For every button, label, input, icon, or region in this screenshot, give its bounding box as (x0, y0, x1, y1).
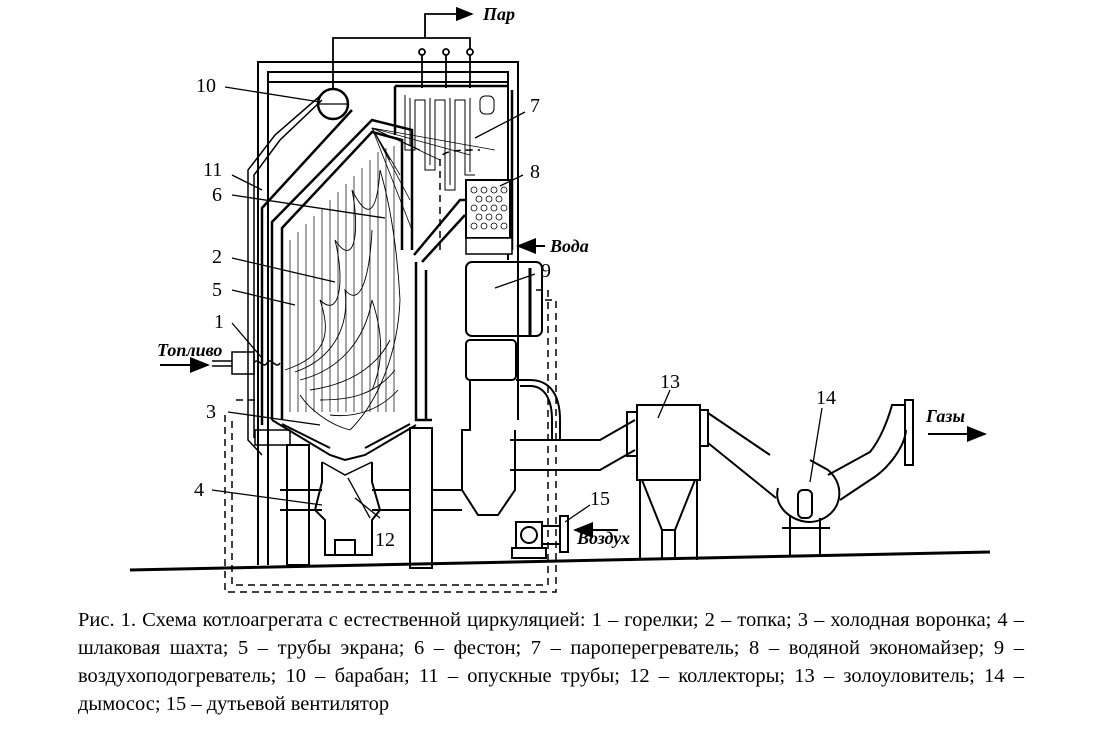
callout-11: 11 (203, 159, 222, 181)
callout-13: 13 (660, 371, 680, 393)
convective-pass (393, 84, 514, 250)
callout-7: 7 (530, 95, 540, 117)
water-label: Вода (549, 236, 589, 256)
callout-8: 8 (530, 161, 540, 183)
furnace (260, 109, 470, 425)
figure-caption: Рис. 1. Схема котлоагрегата с естественн… (78, 609, 1024, 715)
downcomers (247, 95, 323, 456)
economizer (465, 179, 513, 255)
ground-line (129, 550, 991, 572)
cold-hopper (271, 419, 417, 462)
callout-5: 5 (212, 279, 222, 301)
callout-3: 3 (206, 401, 216, 423)
support-columns (280, 427, 462, 569)
slag-shaft (313, 462, 382, 556)
fuel-label: Топливо (157, 340, 222, 360)
flue-duct (510, 411, 638, 471)
air-ducts (224, 149, 557, 593)
drum (316, 87, 350, 121)
leader-lines (211, 86, 823, 523)
burner (212, 351, 281, 375)
ash-collector (636, 404, 701, 560)
callout-4: 4 (194, 479, 204, 501)
smoke-exhauster (776, 399, 914, 555)
blower-fan (511, 515, 569, 559)
air-label: Воздух (576, 528, 630, 548)
boiler-diagram: Пар Вода Топливо Газы Воздух 10 11 6 2 5… (129, 4, 991, 593)
gases-label: Газы (925, 406, 965, 426)
steam-line (332, 6, 474, 89)
exhauster-duct (699, 409, 777, 499)
callout-12: 12 (375, 529, 395, 551)
steam-label: Пар (482, 4, 515, 24)
collectors (254, 429, 373, 476)
callout-1: 1 (214, 311, 224, 333)
callout-10: 10 (196, 75, 216, 97)
callout-9: 9 (541, 260, 551, 282)
callout-6: 6 (212, 184, 222, 206)
festoon (371, 127, 496, 231)
callout-15: 15 (590, 488, 610, 510)
callout-2: 2 (212, 246, 222, 268)
flame (284, 169, 401, 431)
superheater (404, 95, 495, 191)
air-heater (461, 261, 561, 516)
callout-14: 14 (816, 387, 836, 409)
